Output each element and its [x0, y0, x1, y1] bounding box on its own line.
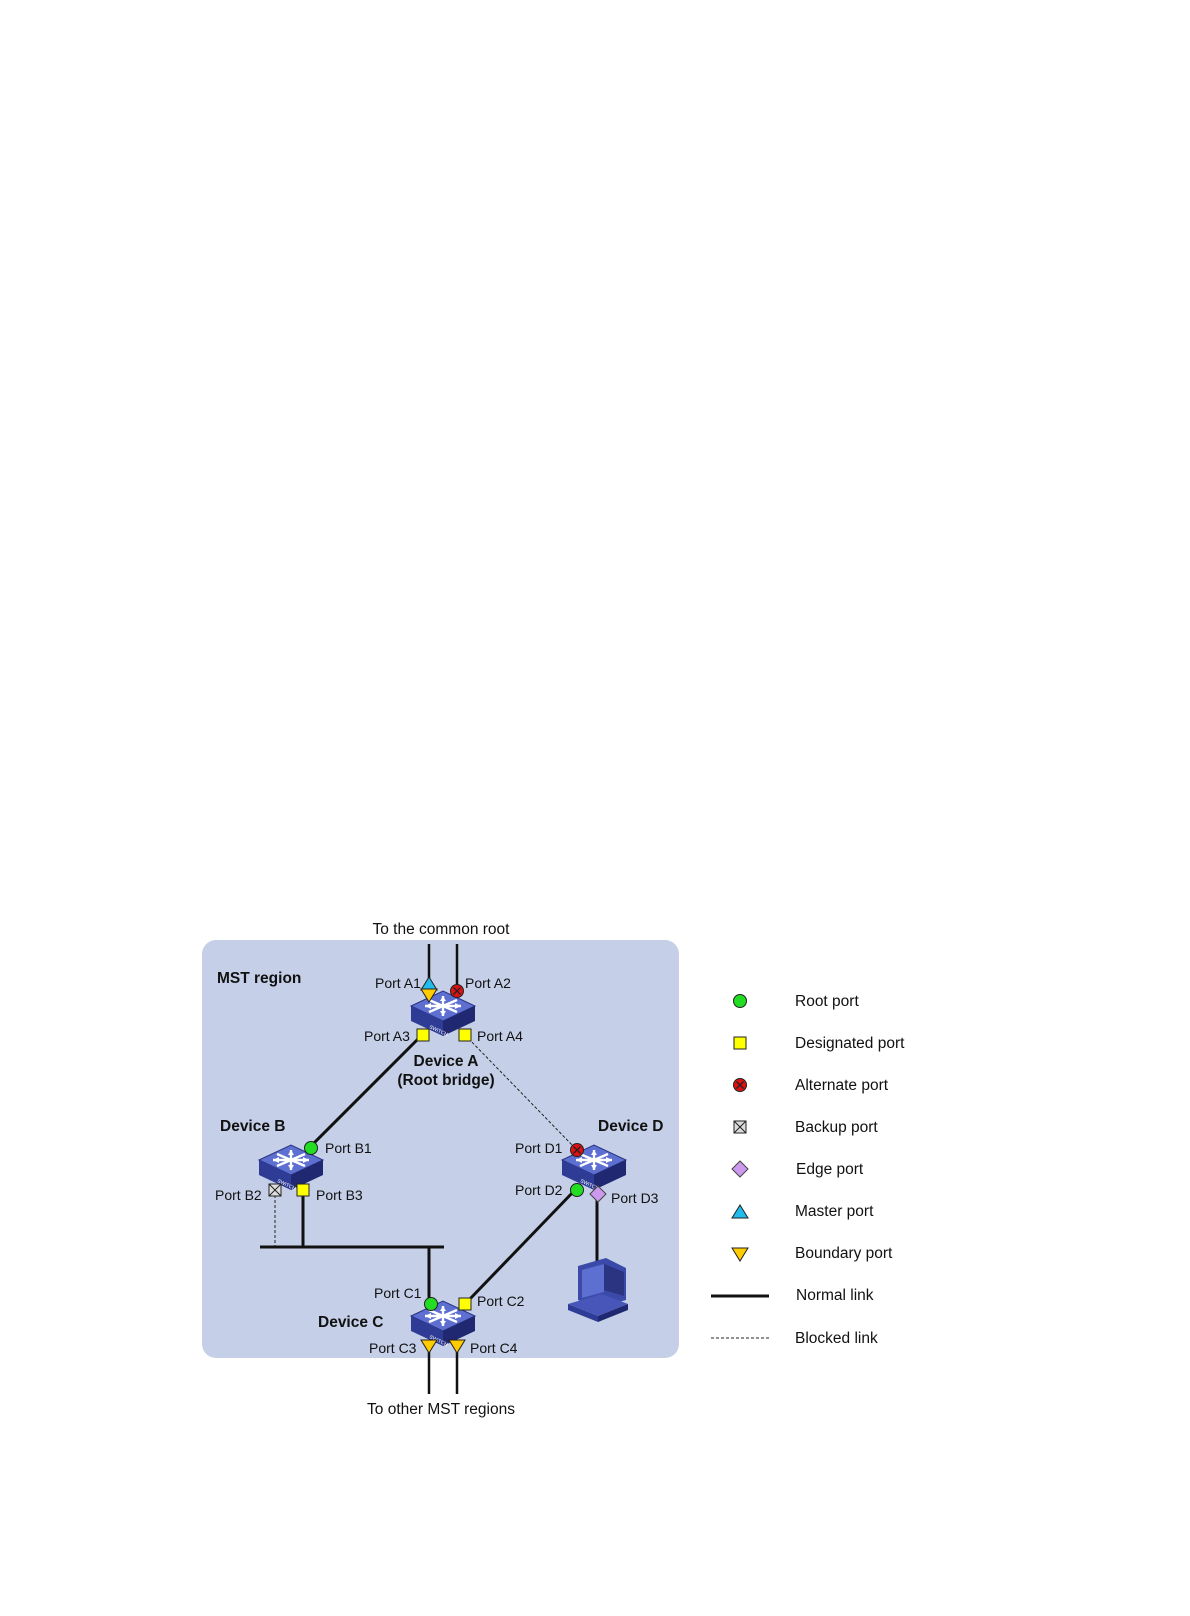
- mst-region-area: [202, 940, 679, 1358]
- legend-normal-link-label: Normal link: [796, 1287, 874, 1304]
- port-d1-label: Port D1: [515, 1140, 563, 1156]
- legend-designated-port-label: Designated port: [795, 1035, 905, 1052]
- port-a4-label: Port A4: [477, 1028, 523, 1044]
- legend-boundary-port-icon: [731, 1247, 749, 1262]
- port-d1-alternate-icon: [569, 1142, 585, 1158]
- legend-edge-port-icon: [731, 1160, 749, 1178]
- region-label: MST region: [217, 970, 301, 987]
- top-label: To the common root: [373, 921, 511, 938]
- port-c3-label: Port C3: [369, 1340, 417, 1356]
- port-d2-root-icon: [570, 1183, 584, 1197]
- port-c4-label: Port C4: [470, 1340, 518, 1356]
- port-a3-label: Port A3: [364, 1028, 410, 1044]
- legend-master-port-label: Master port: [795, 1203, 874, 1220]
- port-a2-alternate-icon: [449, 983, 465, 999]
- port-b3-designated-icon: [296, 1183, 310, 1197]
- port-b2-backup-icon: [268, 1183, 282, 1197]
- port-d2-label: Port D2: [515, 1182, 563, 1198]
- links: [260, 944, 599, 1394]
- device-a-name: Device A: [414, 1053, 479, 1070]
- port-b1-root-icon: [304, 1141, 318, 1155]
- legend-root-port-label: Root port: [795, 993, 859, 1010]
- port-c2-designated-icon: [458, 1297, 472, 1311]
- device-d-name: Device D: [598, 1118, 663, 1135]
- link-a3-b1: [307, 1033, 424, 1150]
- legend-master-port-icon: [731, 1204, 749, 1219]
- device-b-name: Device B: [220, 1118, 285, 1135]
- legend-backup-port-label: Backup port: [795, 1119, 878, 1136]
- legend: Root port Designated port Alternate port…: [711, 993, 905, 1347]
- bottom-label: To other MST regions: [367, 1401, 515, 1418]
- legend-alternate-port-label: Alternate port: [795, 1077, 889, 1094]
- port-a4-designated-icon: [458, 1028, 472, 1042]
- legend-blocked-link-label: Blocked link: [795, 1330, 878, 1347]
- port-b2-label: Port B2: [215, 1187, 262, 1203]
- legend-backup-port-icon: [733, 1120, 747, 1134]
- legend-root-port-icon: [733, 994, 747, 1008]
- port-a3-designated-icon: [416, 1028, 430, 1042]
- port-b1-label: Port B1: [325, 1140, 372, 1156]
- port-c1-root-icon: [424, 1297, 438, 1311]
- device-c-name: Device C: [318, 1314, 383, 1331]
- port-d3-label: Port D3: [611, 1190, 659, 1206]
- port-c2-label: Port C2: [477, 1293, 525, 1309]
- port-b3-label: Port B3: [316, 1187, 363, 1203]
- legend-alternate-port-icon: [732, 1077, 748, 1093]
- host-computer-icon: [568, 1258, 628, 1322]
- link-c2-d2: [465, 1188, 577, 1304]
- legend-boundary-port-label: Boundary port: [795, 1245, 893, 1262]
- legend-designated-port-icon: [733, 1036, 747, 1050]
- port-c1-label: Port C1: [374, 1285, 422, 1301]
- port-a2-label: Port A2: [465, 975, 511, 991]
- blocked-link-a4-d1: [464, 1034, 576, 1149]
- legend-edge-port-label: Edge port: [796, 1161, 864, 1178]
- port-a1-label: Port A1: [375, 975, 421, 991]
- device-a-role: (Root bridge): [397, 1072, 494, 1089]
